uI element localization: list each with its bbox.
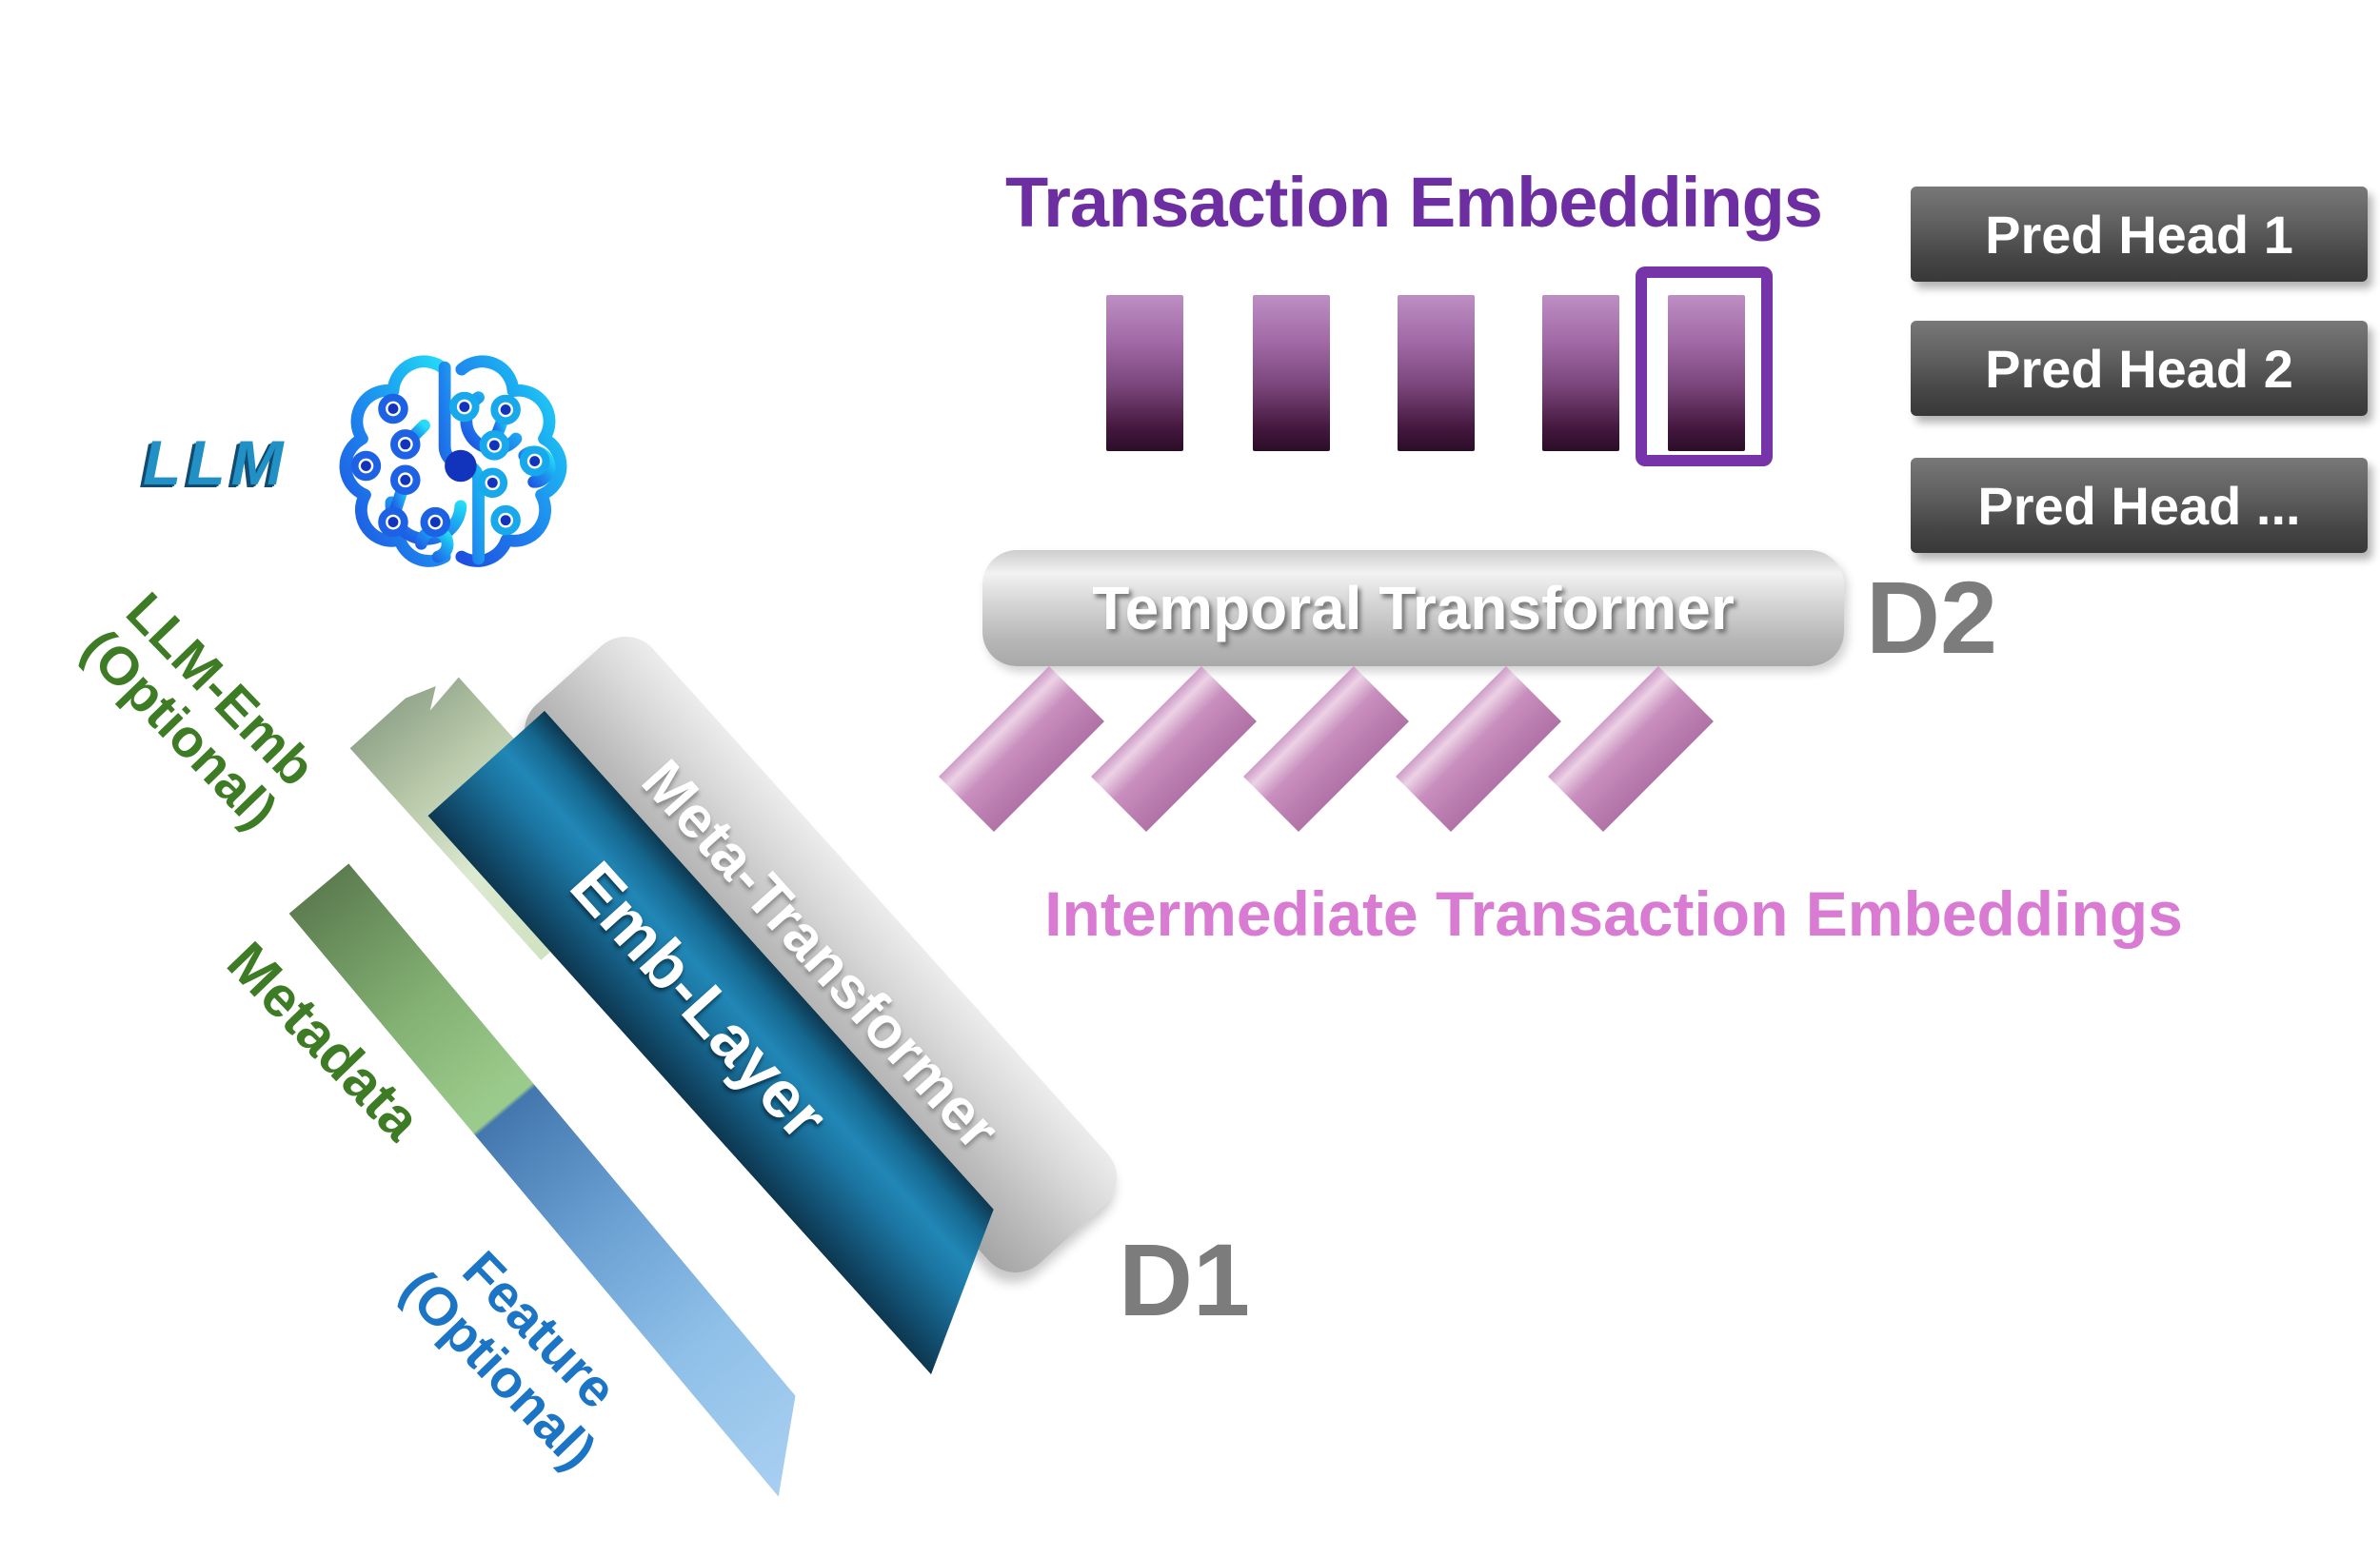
pred-head-2-label: Pred Head 2: [1985, 338, 2293, 399]
brain-circuit-icon: [339, 355, 567, 567]
pred-head-1-label: Pred Head 1: [1985, 204, 2293, 265]
intermediate-embedding-lozenge: [1091, 666, 1257, 832]
llm-emb-label: LLM-Emb (Optional): [30, 536, 370, 883]
transaction-embedding-bar: [1542, 295, 1619, 451]
llm-label: LLM: [143, 427, 289, 498]
transaction-embedding-bar: [1253, 295, 1330, 451]
stage-label-d1: D1: [1119, 1222, 1251, 1337]
pred-head-more-label: Pred Head ...: [1977, 475, 2301, 536]
pred-head-1: Pred Head 1: [1911, 187, 2368, 282]
pred-head-2: Pred Head 2: [1911, 321, 2368, 416]
pred-head-more: Pred Head ...: [1911, 458, 2368, 553]
stage-label-d2: D2: [1866, 560, 1998, 675]
intermediate-embedding-lozenge: [1548, 666, 1714, 832]
intermediate-embedding-lozenge: [1396, 666, 1561, 832]
temporal-transformer-label: Temporal Transformer: [1092, 574, 1735, 642]
transaction-embeddings-title: Transaction Embeddings: [1005, 163, 1823, 242]
intermediate-embedding-lozenge: [939, 666, 1104, 832]
brain-nodes: [350, 391, 550, 538]
intermediate-embedding-lozenge: [1243, 666, 1409, 832]
intermediate-embeddings-label: Intermediate Transaction Embeddings: [1044, 878, 2183, 949]
temporal-transformer-block: Temporal Transformer: [982, 550, 1844, 666]
transaction-embedding-bar-highlighted: [1668, 295, 1745, 451]
transaction-embedding-bar: [1398, 295, 1475, 451]
transaction-embedding-bar: [1106, 295, 1183, 451]
highlight-box: [1636, 266, 1773, 466]
